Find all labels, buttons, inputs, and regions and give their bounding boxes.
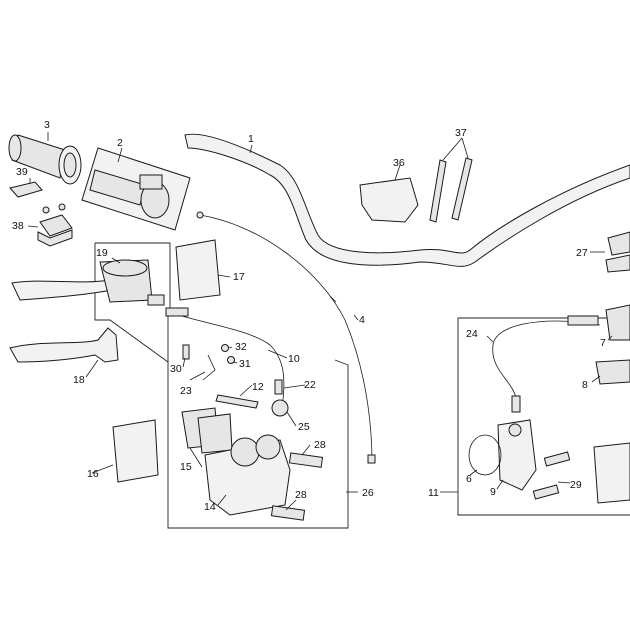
- callout-15: 15: [180, 461, 192, 473]
- callout-36: 36: [393, 157, 405, 169]
- washer-32: [221, 344, 229, 352]
- o-ring: [468, 434, 502, 476]
- callout-17: 17: [233, 271, 245, 283]
- washer-31: [227, 356, 235, 364]
- bracket-8: [595, 359, 630, 385]
- callout-30: 30: [170, 363, 182, 375]
- clutch-master-7: [605, 304, 630, 341]
- brake-caliper: [204, 434, 291, 516]
- pad-pin-12: [215, 394, 259, 409]
- callout-25: 25: [298, 421, 310, 433]
- callout-1: 1: [248, 133, 254, 145]
- callout-39: 39: [16, 166, 28, 178]
- callout-38: 38: [12, 220, 24, 232]
- callout-19: 19: [96, 247, 108, 259]
- switch-housing: [37, 203, 73, 247]
- bolt-29-b: [532, 484, 560, 500]
- cover-17: [175, 239, 221, 301]
- callout-18: 18: [73, 374, 85, 386]
- pad-spring: [202, 354, 216, 381]
- clutch-hose: [492, 320, 601, 399]
- handlebar: [184, 133, 630, 267]
- callout-26: 26: [362, 487, 374, 499]
- callout-31: 31: [239, 358, 251, 370]
- bar-pad-cover: [359, 177, 419, 223]
- caliper-bolt-upper: [288, 452, 324, 468]
- bolt-29-a: [543, 451, 571, 467]
- fitting-25: [271, 399, 289, 417]
- throttle-cable: [199, 214, 373, 463]
- callout-4: 4: [359, 314, 365, 326]
- callout-23: 23: [180, 385, 192, 397]
- callout-12: 12: [252, 381, 264, 393]
- callout-labels: 1 2 3 4 6 7 8 9 10 11 12 14 15 16 17 18 …: [12, 119, 606, 513]
- callout-28: 28: [314, 439, 326, 451]
- callout-9: 9: [490, 486, 496, 498]
- callout-10: 10: [288, 353, 300, 365]
- bolt-30: [182, 344, 190, 360]
- slave-cylinder: [497, 419, 537, 491]
- bleeder-22: [274, 379, 283, 395]
- caliper-bolt-lower: [270, 505, 306, 521]
- callout-22: 22: [304, 379, 316, 391]
- callout-14: 14: [204, 501, 216, 513]
- right-switch: [605, 231, 630, 273]
- callout-2: 2: [117, 137, 123, 149]
- grip: [8, 134, 82, 185]
- leader-lines: [27, 132, 613, 511]
- callout-7: 7: [600, 337, 606, 349]
- callout-3: 3: [44, 119, 50, 131]
- callout-28b: 28: [295, 489, 307, 501]
- cover-16: [112, 419, 159, 483]
- throttle-assembly: [81, 147, 191, 231]
- callout-32: 32: [235, 341, 247, 353]
- brake-lever: [11, 259, 165, 306]
- callout-11: 11: [428, 487, 439, 499]
- zip-ties: [429, 157, 473, 223]
- gasket: [9, 181, 43, 198]
- clutch-lever: [9, 327, 119, 363]
- callout-37: 37: [455, 127, 467, 139]
- brake-hose: [167, 311, 285, 401]
- brake-pads: [181, 407, 233, 454]
- callout-24: 24: [466, 328, 478, 340]
- callout-27: 27: [576, 247, 588, 259]
- callout-16: 16: [87, 468, 99, 480]
- cover-right: [593, 442, 630, 504]
- callout-29: 29: [570, 479, 582, 491]
- group-frame-clutch: [457, 317, 630, 516]
- callout-6: 6: [466, 473, 472, 485]
- callout-8: 8: [582, 379, 588, 391]
